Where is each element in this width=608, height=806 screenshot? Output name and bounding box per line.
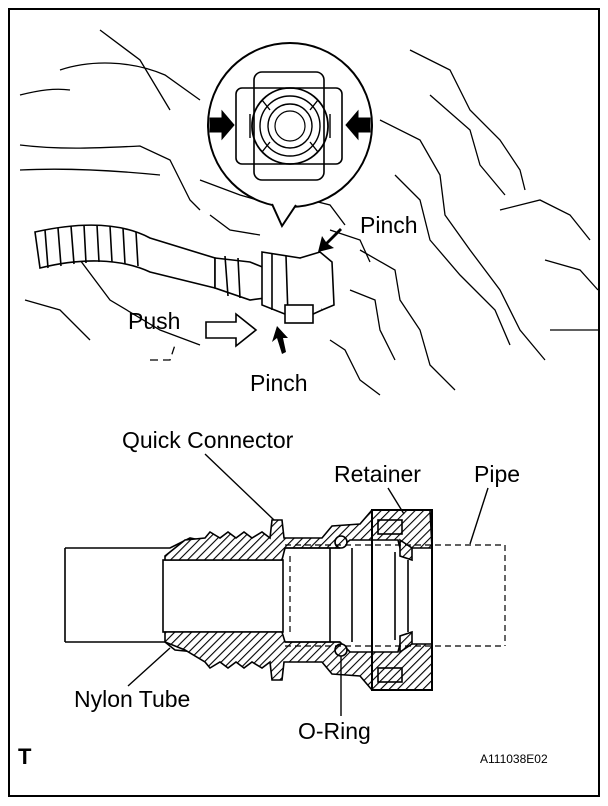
magnified-pinch-arrows — [209, 109, 371, 141]
corner-marker: T — [18, 744, 32, 769]
push-label: Push — [128, 308, 181, 334]
cross-section — [64, 509, 506, 691]
retainer-label: Retainer — [334, 461, 421, 487]
pinch-label-top: Pinch — [360, 212, 418, 238]
corrugated-hose — [34, 224, 216, 290]
pinch-arrows — [272, 228, 342, 354]
nylon-tube-label: Nylon Tube — [74, 686, 191, 712]
pipe-label: Pipe — [474, 461, 521, 487]
magnified-retainer-view — [207, 42, 373, 229]
pinch-label-bottom: Pinch — [250, 370, 308, 396]
push-arrow — [205, 312, 258, 348]
figure-code: A111038E02 — [480, 752, 548, 766]
quick-connector-illustration — [214, 251, 335, 324]
figure-border — [8, 8, 600, 797]
quick-connector-label: Quick Connector — [122, 427, 294, 453]
leader-lines — [127, 453, 489, 716]
o-ring-label: O-Ring — [298, 718, 371, 744]
